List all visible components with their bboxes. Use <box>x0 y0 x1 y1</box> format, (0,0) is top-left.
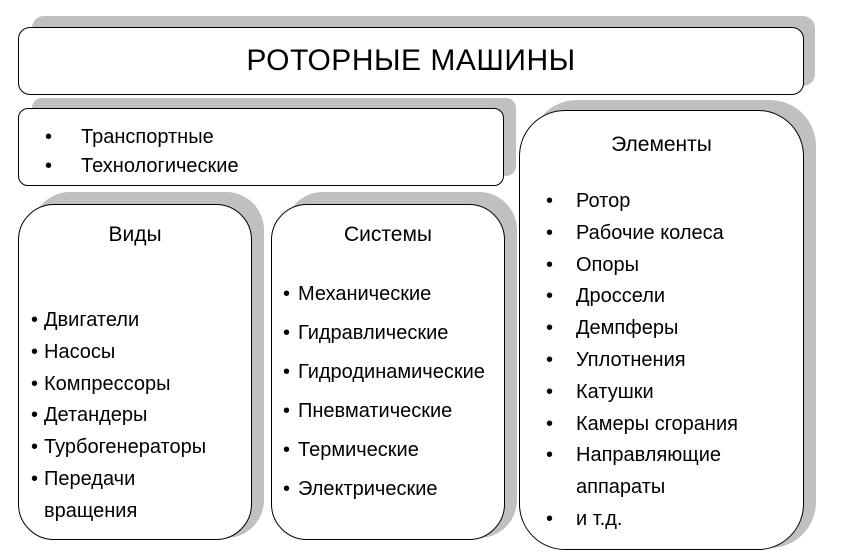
vidy-list: Двигатели Насосы Компрессоры Детандеры Т… <box>31 305 206 528</box>
types-list: Транспортные Технологические <box>45 123 239 181</box>
elementy-list: Ротор Рабочие колеса Опоры Дроссели Демп… <box>546 186 746 536</box>
sistemy-box: Системы Механические Гидравлические Гидр… <box>271 204 505 540</box>
diagram-title: РОТОРНЫЕ МАШИНЫ <box>246 44 576 77</box>
elementy-item: Направляющие аппараты <box>546 440 746 504</box>
vidy-item: Передачи вращения <box>31 464 174 528</box>
sistemy-heading: Системы <box>344 223 432 246</box>
sistemy-item: Пневматические <box>283 392 505 431</box>
vidy-heading: Виды <box>108 223 162 246</box>
elementy-item: Ротор <box>546 186 746 218</box>
types-box: Транспортные Технологические <box>18 108 504 186</box>
elementy-item: Опоры <box>546 250 746 282</box>
sistemy-list: Механические Гидравлические Гидродинамич… <box>283 275 505 509</box>
elementy-item: Уплотнения <box>546 345 746 377</box>
sistemy-item: Гидравлические <box>283 314 505 353</box>
elementy-item: и т.д. <box>546 504 746 536</box>
vidy-item: Турбогенераторы <box>31 432 206 464</box>
vidy-item: Двигатели <box>31 305 206 337</box>
vidy-item: Детандеры <box>31 400 206 432</box>
vidy-item: Насосы <box>31 337 206 369</box>
elementy-box: Элементы Ротор Рабочие колеса Опоры Дрос… <box>519 110 804 550</box>
elementy-heading: Элементы <box>611 133 712 156</box>
title-box: РОТОРНЫЕ МАШИНЫ <box>18 27 804 95</box>
elementy-item: Демпферы <box>546 313 746 345</box>
sistemy-item: Электрические <box>283 470 505 509</box>
sistemy-item: Гидродинамические <box>283 353 505 392</box>
vidy-box: Виды Двигатели Насосы Компрессоры Детанд… <box>18 204 252 540</box>
elementy-item: Рабочие колеса <box>546 218 746 250</box>
types-item: Транспортные <box>45 123 239 152</box>
sistemy-item: Термические <box>283 431 505 470</box>
elementy-item: Камеры сгорания <box>546 409 746 441</box>
elementy-item: Катушки <box>546 377 746 409</box>
sistemy-item: Механические <box>283 275 505 314</box>
elementy-item: Дроссели <box>546 281 746 313</box>
vidy-item: Компрессоры <box>31 369 206 401</box>
types-item: Технологические <box>45 152 239 181</box>
